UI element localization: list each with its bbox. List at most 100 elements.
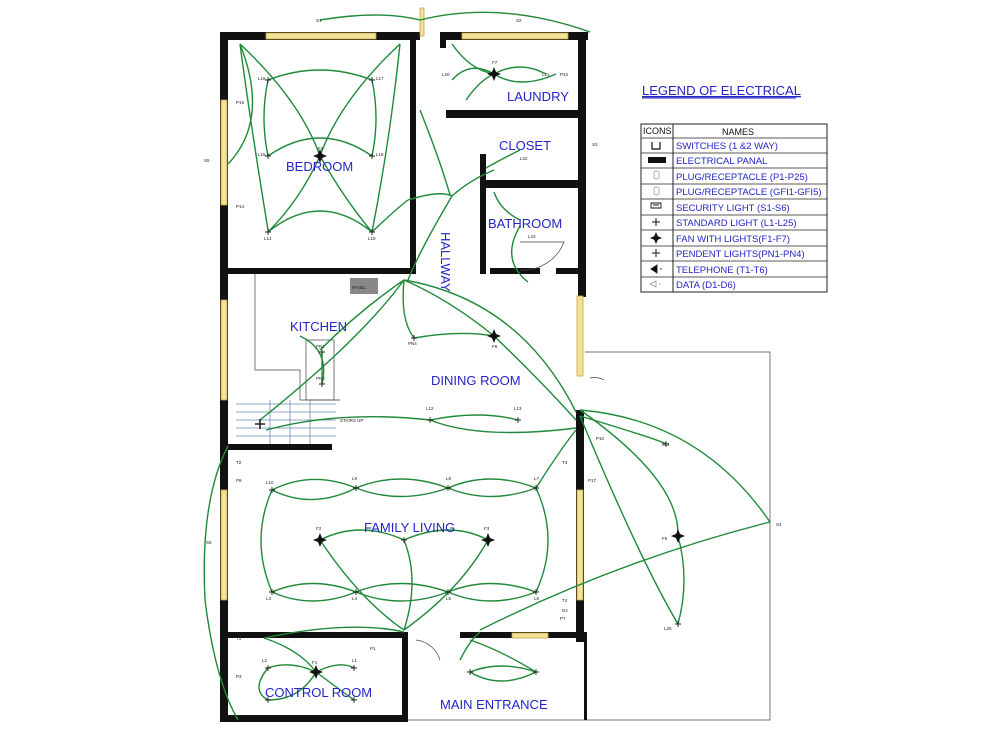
label-p22: P22 <box>560 72 569 77</box>
legend-row-7: FAN WITH LIGHTS(F1-F7) <box>676 234 790 245</box>
label-l13: L13 <box>514 406 522 411</box>
label-l6: L6 <box>534 596 540 601</box>
doors <box>415 241 605 661</box>
fixture-labels: S1 S2 S3 S4 S5 S6 F4 F7 F6 F2 F3 F5 F1 L… <box>204 18 782 679</box>
fan-light-icon <box>309 665 323 679</box>
label-l8: L8 <box>446 476 452 481</box>
label-l7: L7 <box>534 476 540 481</box>
label-l22: L22 <box>520 156 528 161</box>
label-l19: L19 <box>368 236 376 241</box>
label-l1: L1 <box>352 658 358 663</box>
label-l17: L17 <box>376 76 384 81</box>
panel-label: PANEL <box>352 285 367 290</box>
data-icon <box>649 280 661 288</box>
legend-row-4: PLUG/RECEPTACLE (GFI1-GFI5) <box>676 187 822 198</box>
telephone-icon <box>650 264 662 274</box>
label-s3: S3 <box>592 142 598 147</box>
label-f3: F3 <box>484 526 490 531</box>
pendent-light-icon <box>652 249 660 257</box>
label-p1: P1 <box>370 646 376 651</box>
label-f7: F7 <box>492 60 498 65</box>
fan-light-icon <box>487 67 501 81</box>
label-l15: L15 <box>258 152 266 157</box>
legend-row-1: SWITCHES (1 &2 WAY) <box>676 141 778 152</box>
fan-light-icon <box>481 533 495 547</box>
label-s2: S2 <box>516 18 522 23</box>
legend-row-3: PLUG/RECEPTACLE (P1-P25) <box>676 172 808 183</box>
standard-light-icon <box>652 218 660 226</box>
label-l5: L5 <box>446 596 452 601</box>
room-hallway: HALLWAY <box>438 232 453 292</box>
label-t1: T1 <box>236 636 242 641</box>
label-t4: T4 <box>562 598 568 603</box>
kitchen-fixtures: PANEL <box>254 274 378 401</box>
label-l10: L10 <box>266 480 274 485</box>
label-l18: L18 <box>376 152 384 157</box>
label-l2: L2 <box>262 658 268 663</box>
fan-light-icon <box>313 533 327 547</box>
label-t3: T3 <box>562 460 568 465</box>
legend-title: LEGEND OF ELECTRICAL <box>642 83 801 98</box>
fan-light-icon <box>671 529 685 543</box>
switch-icon <box>651 142 661 150</box>
label-l20: L20 <box>442 72 450 77</box>
label-s5: S5 <box>204 158 210 163</box>
label-pn2: PN2 <box>316 376 325 381</box>
legend-row-10: DATA (D1-D6) <box>676 280 736 291</box>
fan-light-icon <box>313 149 327 163</box>
label-l23: L23 <box>528 234 536 239</box>
yard-outline <box>404 351 771 721</box>
label-pn1: PN1 <box>316 344 325 349</box>
label-l24: L24 <box>662 442 670 447</box>
room-laundry: LAUNDRY <box>507 89 569 104</box>
label-p10: P10 <box>596 436 605 441</box>
label-l21: L21 <box>542 72 550 77</box>
standard-lights <box>255 77 681 703</box>
label-f4: F4 <box>318 146 324 151</box>
legend-col-names: NAMES <box>722 127 754 137</box>
receptacle-icon <box>653 170 660 180</box>
label-d4: D4 <box>562 608 568 613</box>
label-p7: P7 <box>560 616 566 621</box>
label-s4: S4 <box>776 522 782 527</box>
label-l25: L25 <box>664 626 672 631</box>
walls <box>220 32 588 722</box>
label-f2: F2 <box>316 526 322 531</box>
label-s1: S1 <box>316 18 322 23</box>
legend-row-9: TELEPHONE (T1-T6) <box>676 265 768 276</box>
legend-row-2: ELECTRICAL PANAL <box>676 156 767 167</box>
label-p17: P17 <box>588 478 597 483</box>
label-p9: P9 <box>236 478 242 483</box>
label-p14: P14 <box>236 204 245 209</box>
security-light-icon <box>650 202 662 209</box>
label-l3: L3 <box>266 596 272 601</box>
room-bathroom: BATHROOM <box>488 216 562 231</box>
label-t2: T2 <box>236 460 242 465</box>
stairs-label: STAIRS UP <box>340 418 363 423</box>
label-p15: P15 <box>236 100 245 105</box>
legend-col-icons: ICONS <box>643 126 672 136</box>
label-p3: P3 <box>236 674 242 679</box>
gfi-receptacle-icon <box>653 186 660 196</box>
wiring <box>203 11 771 721</box>
label-f5: F5 <box>662 536 668 541</box>
room-dining: DINING ROOM <box>431 373 521 388</box>
label-pn4: PN4 <box>408 341 417 346</box>
legend-row-6: STANDARD LIGHT (L1-L25) <box>676 218 797 229</box>
fan-light-icon <box>487 329 501 343</box>
room-closet: CLOSET <box>499 138 551 153</box>
label-l9: L9 <box>352 476 358 481</box>
label-l14: L14 <box>264 236 272 241</box>
room-control: CONTROL ROOM <box>265 685 372 700</box>
windows <box>220 7 584 639</box>
legend-row-8: PENDENT LIGHTS(PN1-PN4) <box>676 249 805 260</box>
room-family-living: FAMILY LIVING <box>364 520 455 535</box>
label-l16: L16 <box>258 76 266 81</box>
legend: LEGEND OF ELECTRICAL ICONS NAMES SWITCHE… <box>640 83 828 293</box>
label-f6: F6 <box>492 344 498 349</box>
panel-icon <box>648 157 666 163</box>
room-kitchen: KITCHEN <box>290 319 347 334</box>
label-l4: L4 <box>352 596 358 601</box>
label-l12: L12 <box>426 406 434 411</box>
